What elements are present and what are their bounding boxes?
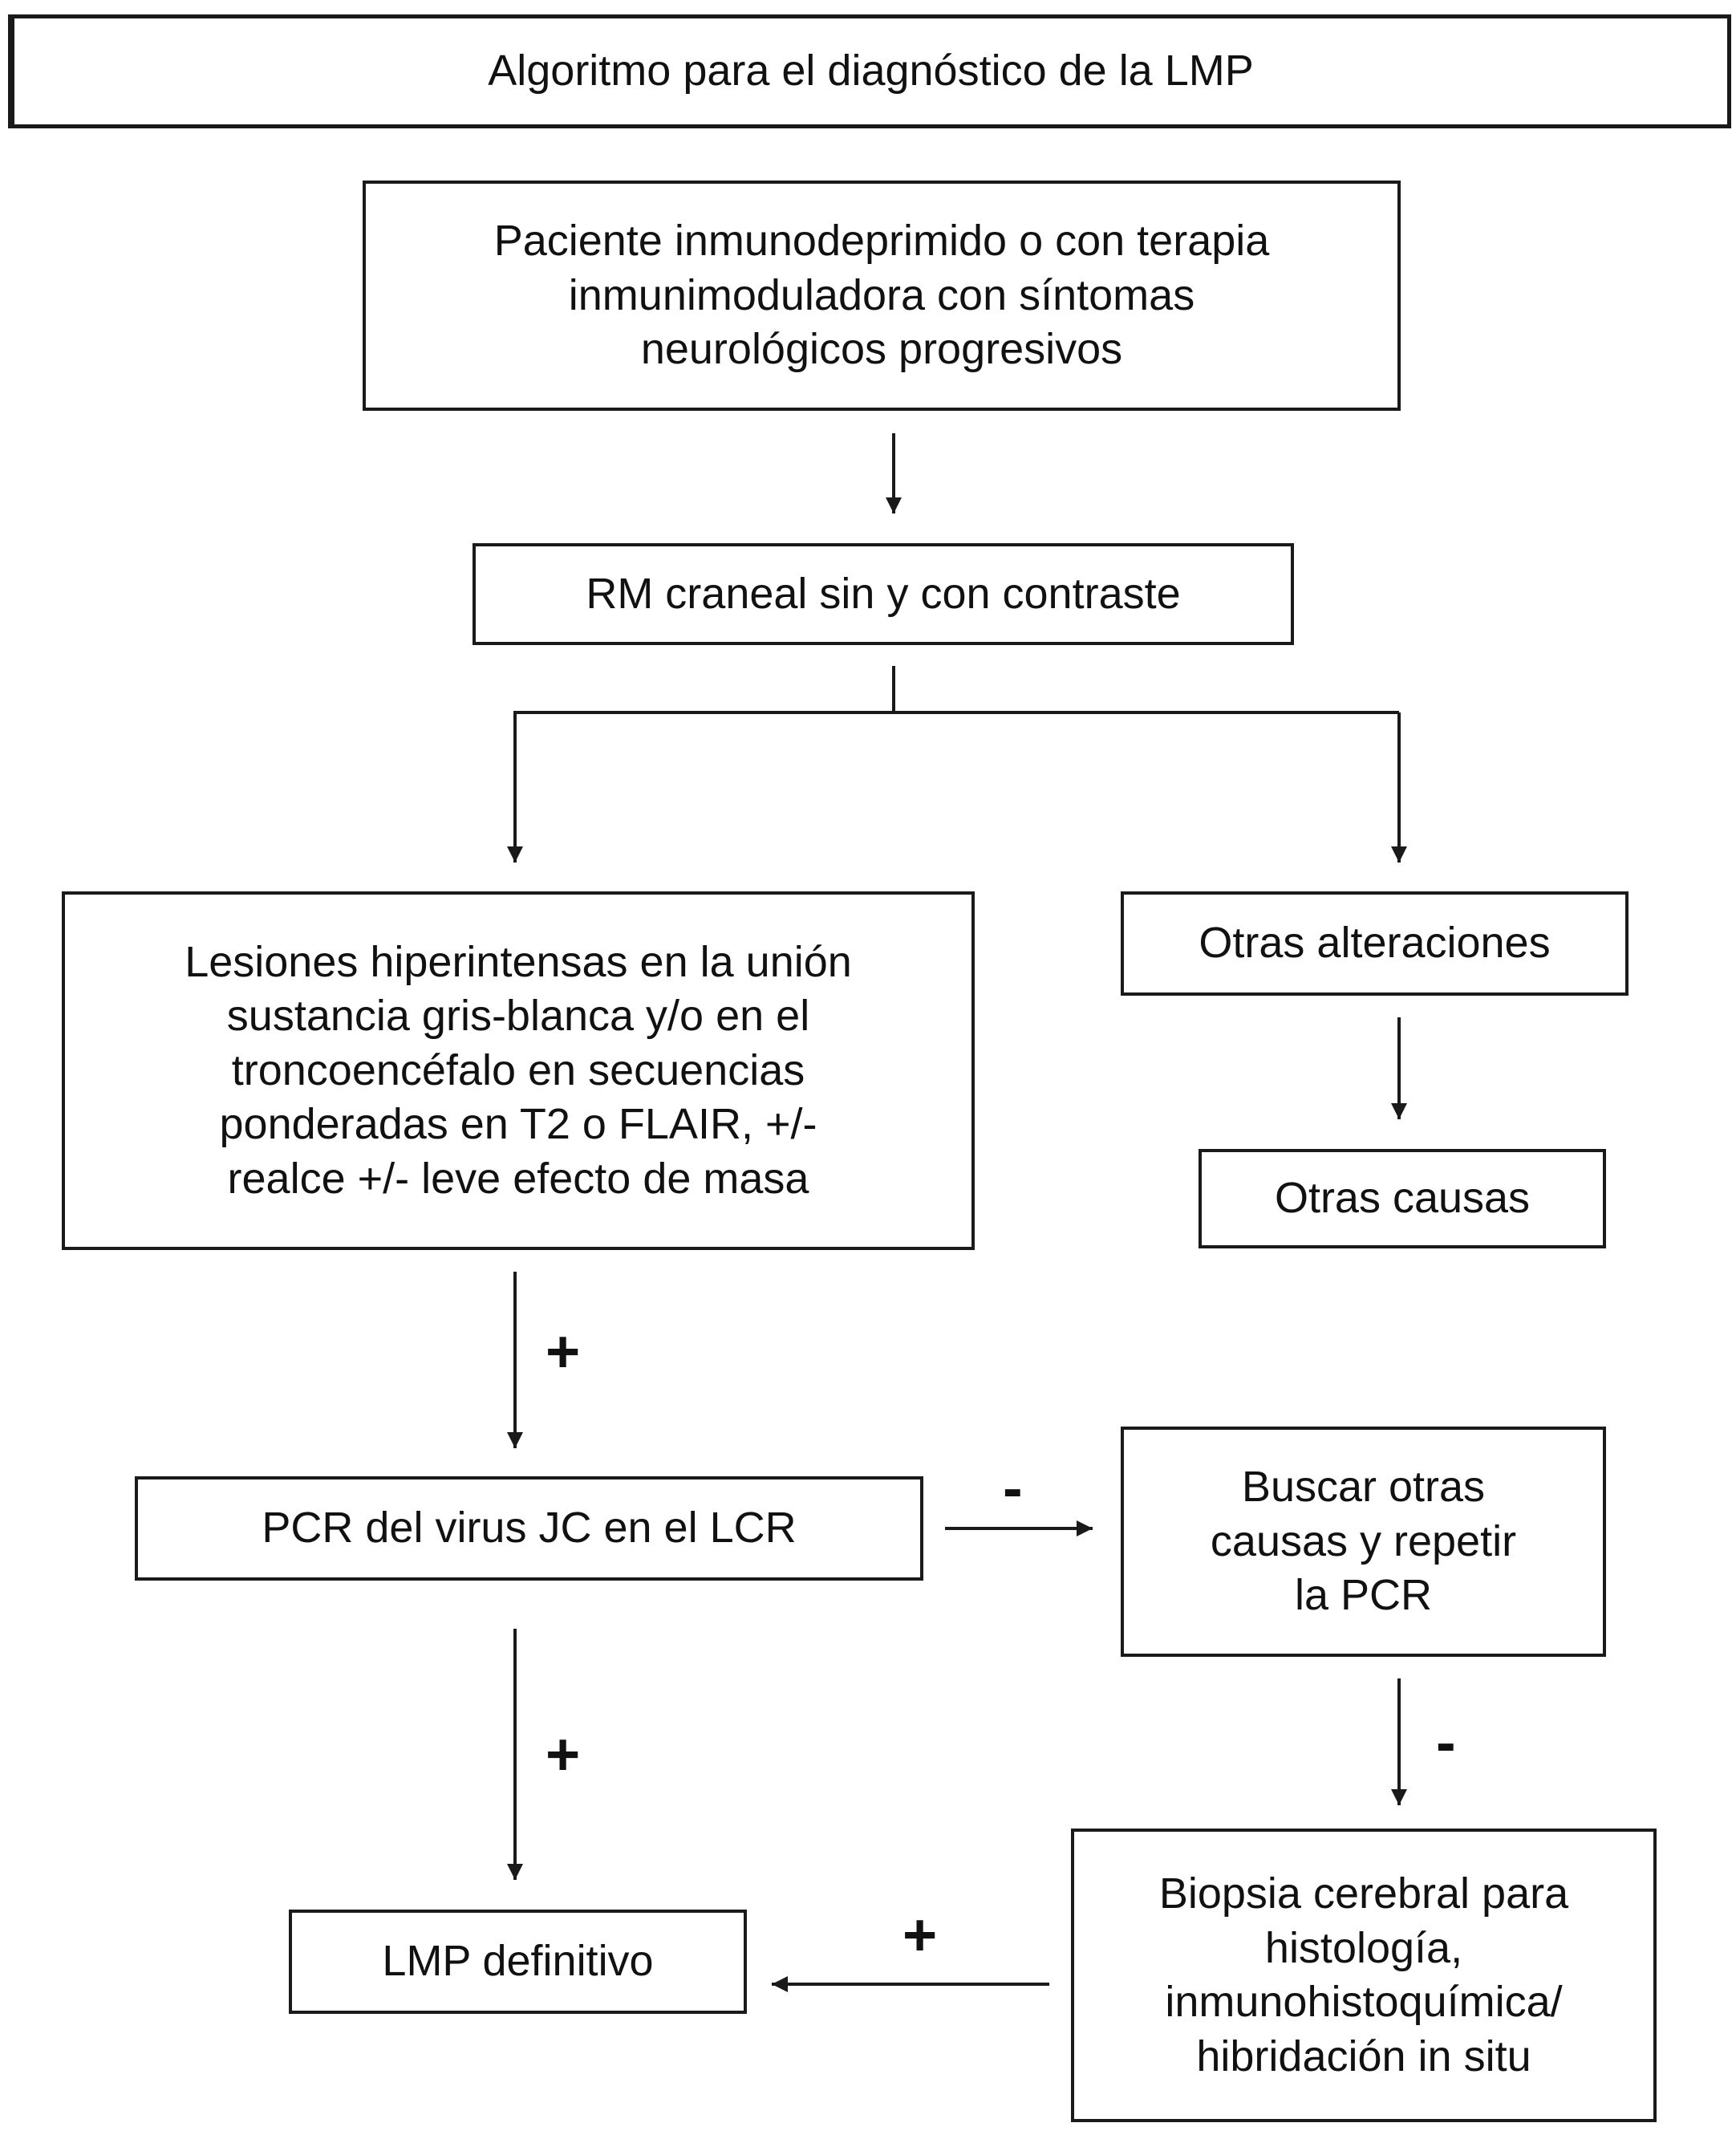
node-definitive-text: LMP definitivo <box>382 1937 654 1986</box>
node-search-repeat-line: causas y repetir <box>1210 1516 1517 1565</box>
node-definitive: LMP definitivo <box>289 1910 747 2014</box>
node-lesions: Lesiones hiperintensas en la unión susta… <box>62 891 975 1250</box>
node-other-causes: Otras causas <box>1199 1149 1606 1248</box>
label-lesions-to-pcr: + <box>546 1318 581 1385</box>
label-biopsy-to-definitive: + <box>902 1902 938 1968</box>
title-text: Algoritmo para el diagnóstico de la LMP <box>488 47 1254 95</box>
node-biopsy: Biopsia cerebral para histología, inmuno… <box>1071 1829 1657 2122</box>
node-other-causes-text: Otras causas <box>1274 1174 1531 1223</box>
node-other-alterations-text: Otras alteraciones <box>1199 919 1551 968</box>
diagram-title: Algoritmo para el diagnóstico de la LMP <box>8 14 1731 128</box>
node-biopsy-line: Biopsia cerebral para <box>1158 1869 1569 1918</box>
node-patient-line: neurológicos progresivos <box>640 325 1123 374</box>
node-pcr-text: PCR del virus JC en el LCR <box>262 1504 797 1553</box>
node-lesions-line: realce +/- leve efecto de masa <box>227 1154 809 1203</box>
node-patient-line: inmunimoduladora con síntomas <box>568 270 1195 319</box>
label-search-to-biopsy: - <box>1436 1709 1456 1776</box>
label-pcr-to-definitive: + <box>546 1721 581 1788</box>
node-patient: Paciente inmunodeprimido o con terapia i… <box>363 181 1401 411</box>
node-search-repeat-line: la PCR <box>1294 1571 1433 1620</box>
node-mri-text: RM craneal sin y con contraste <box>586 569 1181 618</box>
node-lesions-line: troncoencéfalo en secuencias <box>231 1045 805 1094</box>
branch-line-mri <box>507 666 895 863</box>
node-lesions-line: sustancia gris-blanca y/o en el <box>226 992 810 1041</box>
node-lesions-line: ponderadas en T2 o FLAIR, +/- <box>219 1100 817 1149</box>
node-search-repeat: Buscar otras causas y repetir la PCR <box>1121 1427 1606 1657</box>
node-patient-line: Paciente inmunodeprimido o con terapia <box>493 217 1270 266</box>
node-biopsy-line: hibridación in situ <box>1196 2032 1531 2080</box>
node-other-alterations: Otras alteraciones <box>1121 891 1629 996</box>
node-pcr: PCR del virus JC en el LCR <box>135 1476 923 1581</box>
node-biopsy-line: inmunohistoquímica/ <box>1165 1978 1563 2026</box>
node-biopsy-line: histología, <box>1264 1923 1463 1972</box>
label-pcr-to-search: - <box>1003 1455 1023 1521</box>
node-lesions-line: Lesiones hiperintensas en la unión <box>185 937 852 986</box>
node-mri: RM craneal sin y con contraste <box>473 543 1294 645</box>
node-search-repeat-line: Buscar otras <box>1241 1463 1486 1512</box>
